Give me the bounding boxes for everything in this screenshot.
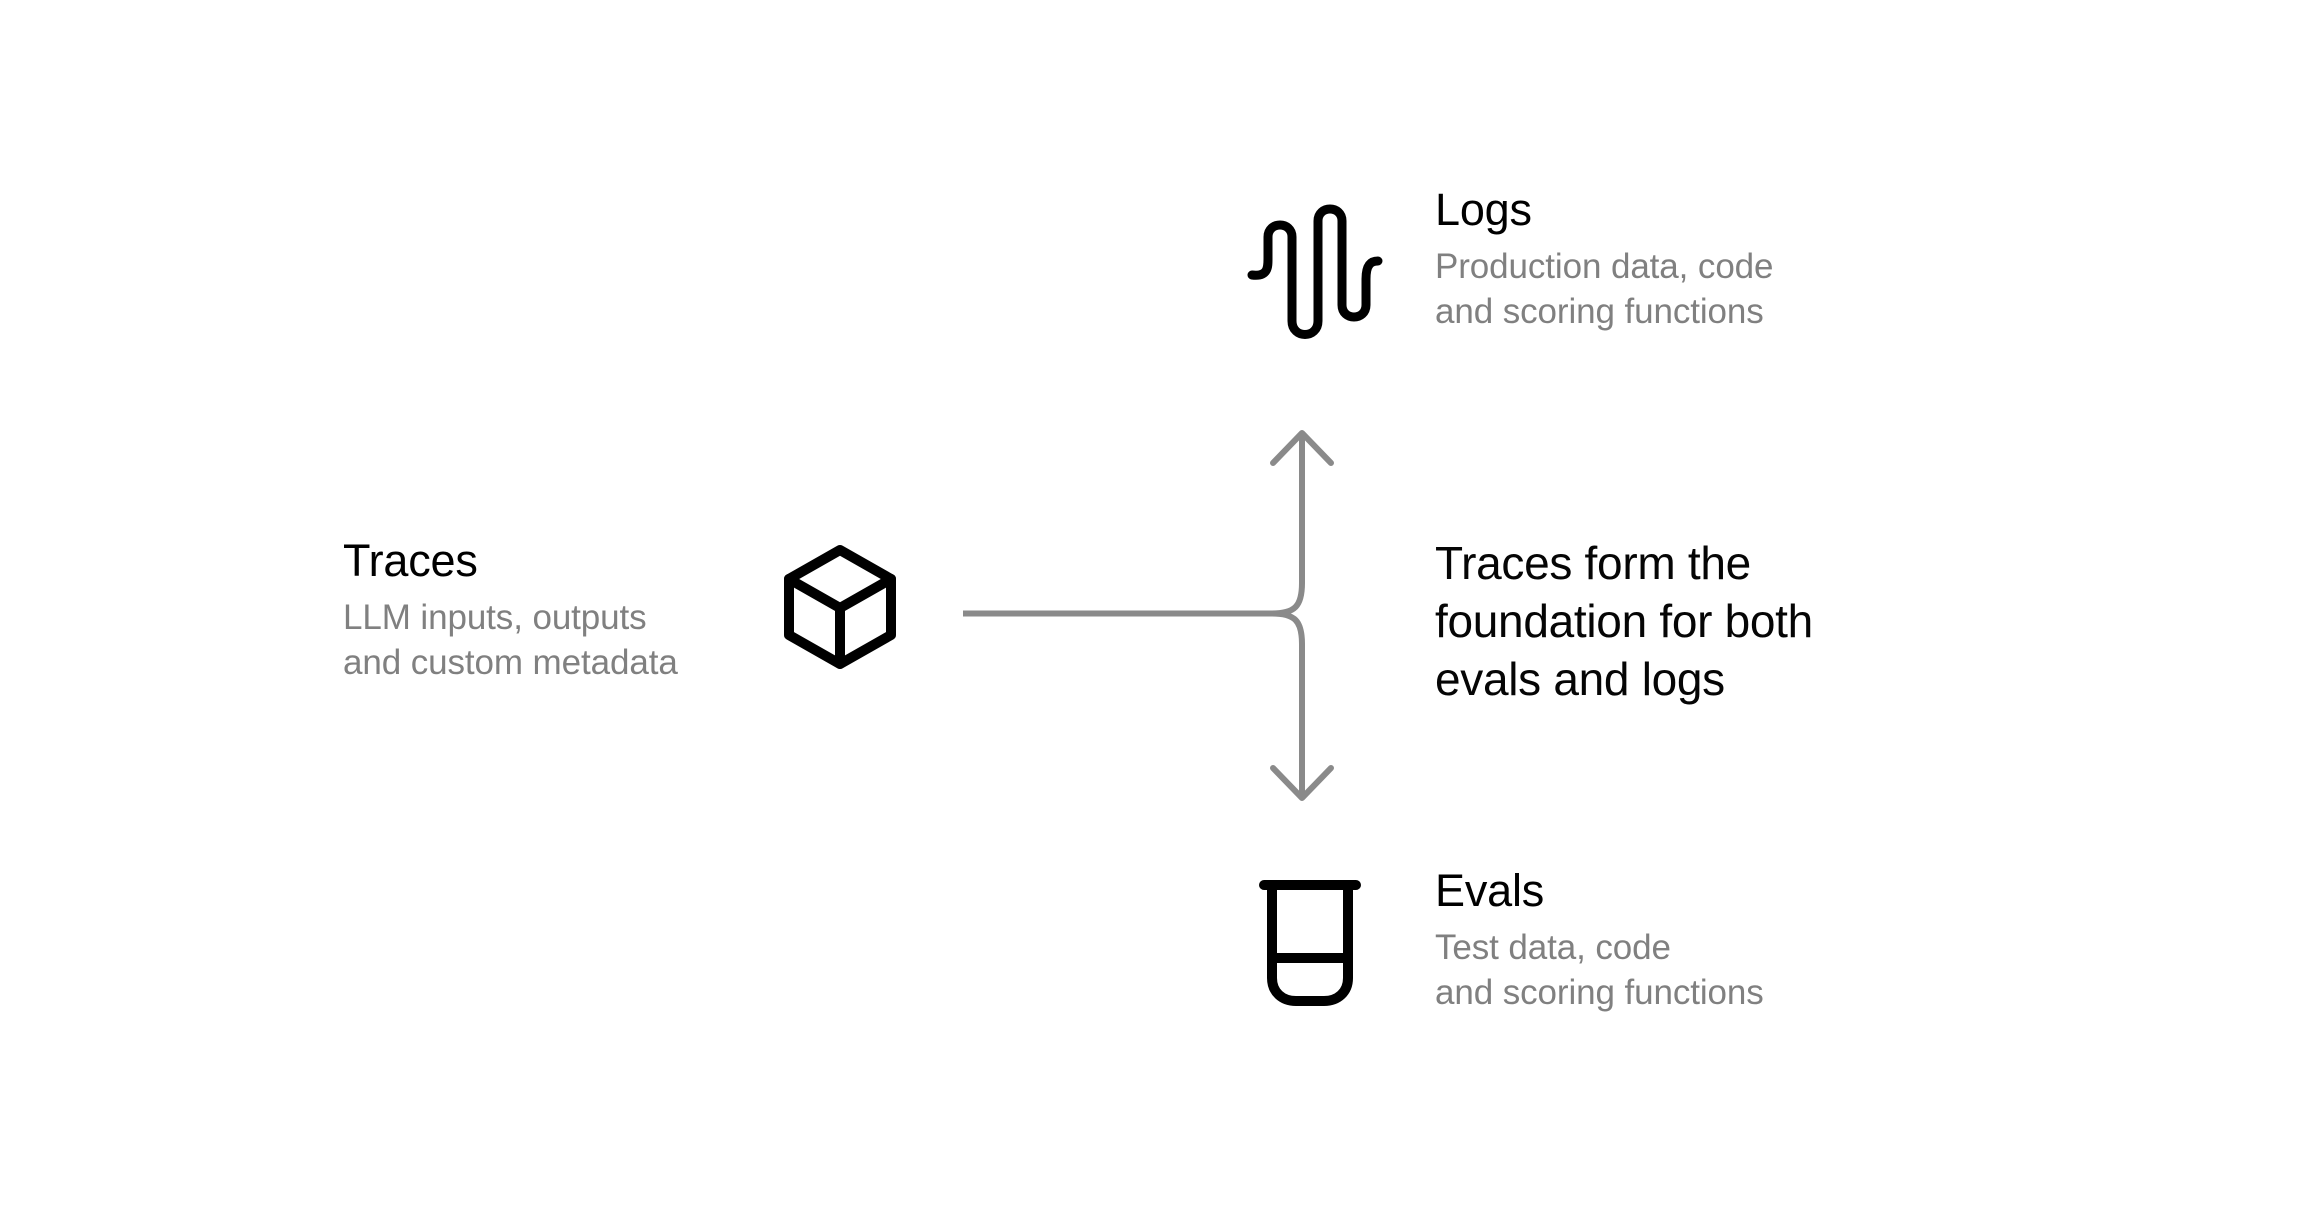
waveform-icon <box>1246 203 1383 339</box>
logs-subtitle: Production data, code and scoring functi… <box>1435 244 1774 334</box>
arrowhead-down-icon <box>1270 765 1334 801</box>
caption-line-3: evals and logs <box>1435 653 1725 705</box>
logs-title: Logs <box>1435 184 1532 235</box>
traces-subtitle-line-1: LLM inputs, outputs <box>343 598 647 637</box>
traces-text-block: Traces LLM inputs, outputs and custom me… <box>343 533 678 685</box>
cube-icon <box>779 545 901 669</box>
connector-branch-down <box>1271 610 1305 794</box>
caption-line-1: Traces form the <box>1435 537 1751 589</box>
traces-subtitle-line-2: and custom metadata <box>343 643 678 682</box>
caption-text-block: Traces form the foundation for both eval… <box>1435 534 1813 708</box>
evals-title: Evals <box>1435 865 1545 916</box>
connector-branch-up <box>1271 436 1305 617</box>
evals-subtitle-line-2: and scoring functions <box>1435 973 1764 1012</box>
caption-line-2: foundation for both <box>1435 595 1813 647</box>
evals-subtitle-line-1: Test data, code <box>1435 928 1671 967</box>
evals-subtitle: Test data, code and scoring functions <box>1435 925 1764 1015</box>
beaker-icon <box>1258 878 1368 1010</box>
traces-title: Traces <box>343 535 478 586</box>
evals-text-block: Evals Test data, code and scoring functi… <box>1435 863 1764 1015</box>
traces-subtitle: LLM inputs, outputs and custom metadata <box>343 595 678 685</box>
logs-subtitle-line-2: and scoring functions <box>1435 292 1764 331</box>
logs-text-block: Logs Production data, code and scoring f… <box>1435 182 1774 334</box>
arrowhead-up-icon <box>1270 430 1334 466</box>
logs-subtitle-line-1: Production data, code <box>1435 247 1774 286</box>
